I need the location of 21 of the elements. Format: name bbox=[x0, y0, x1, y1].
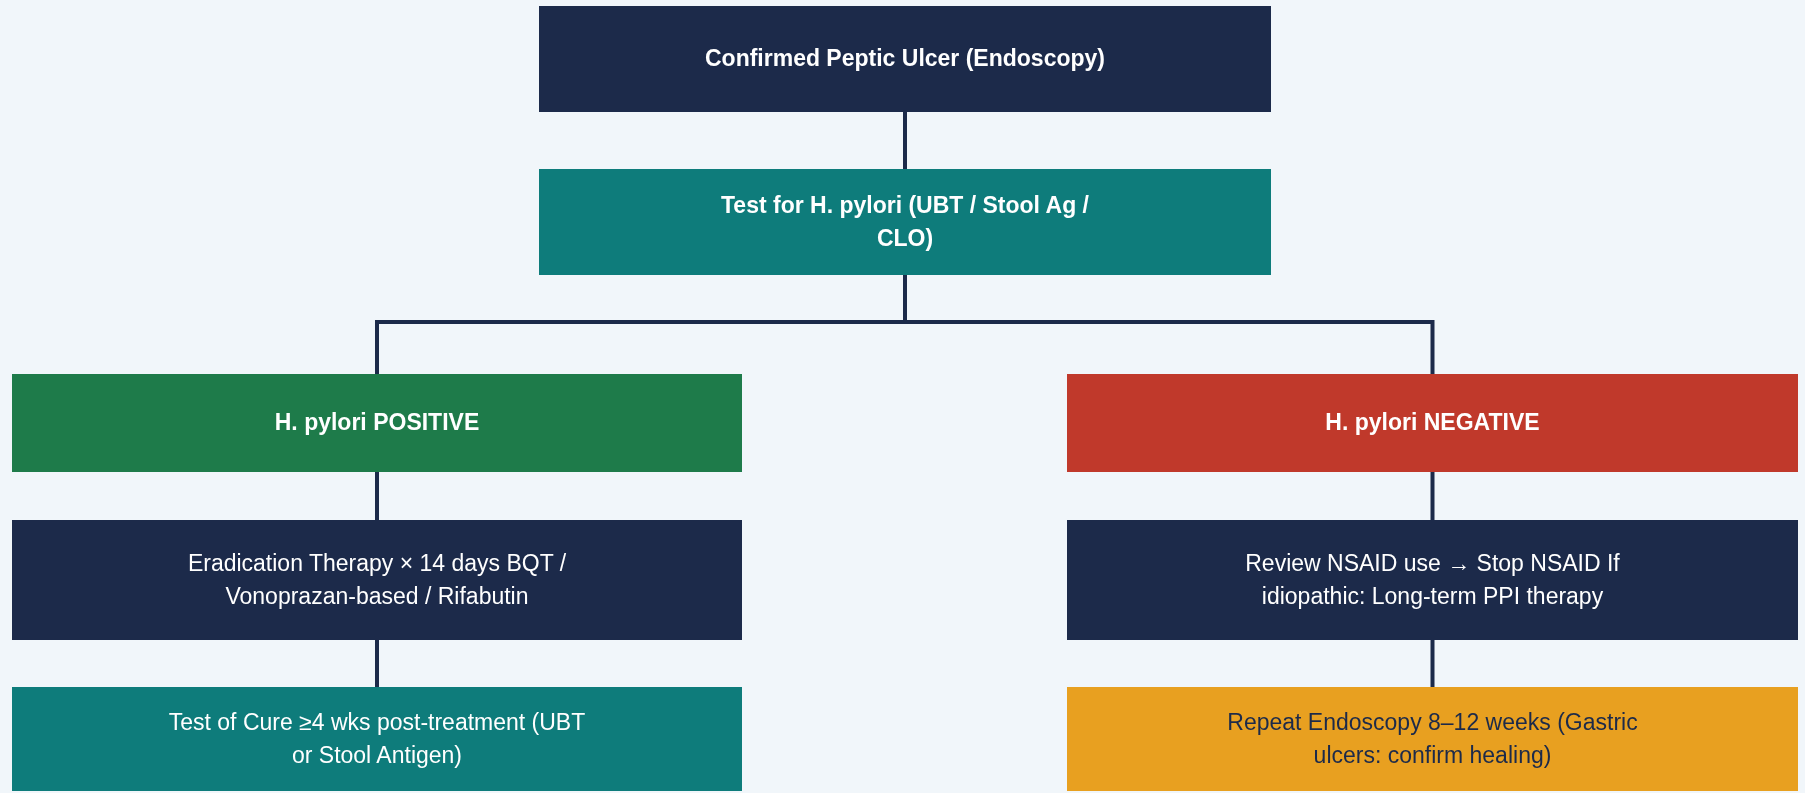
process-box bbox=[539, 169, 1271, 275]
process-box bbox=[1067, 687, 1798, 791]
connector-line bbox=[375, 472, 379, 520]
result-box bbox=[1067, 374, 1798, 472]
box-text: Test for H. pylori (UBT / Stool Ag / CLO) bbox=[720, 190, 1090, 253]
process-box bbox=[12, 520, 742, 640]
connector-line bbox=[1430, 640, 1435, 687]
box-text: H. pylori NEGATIVE bbox=[1325, 408, 1540, 438]
result-box bbox=[12, 374, 742, 472]
process-box bbox=[1067, 520, 1798, 640]
box-text: Eradication Therapy × 14 days BQT / Vonoprazan-based / Rifabutin bbox=[186, 548, 568, 611]
title-box bbox=[539, 6, 1271, 112]
connector-line bbox=[903, 112, 907, 169]
box-text: Test of Cure ≥4 wks post-treatment (UBT or Stool Antigen) bbox=[167, 707, 587, 770]
box-text: H. pylori POSITIVE bbox=[274, 408, 480, 438]
box-text: Repeat Endoscopy 8–12 weeks (Gastric ulcers: confirm healing) bbox=[1226, 707, 1639, 770]
connector-line bbox=[375, 640, 379, 687]
box-text: Review NSAID use → Stop NSAID If idiopathic: Long-term PPI therapy bbox=[1244, 548, 1621, 611]
box-text: Confirmed Peptic Ulcer (Endoscopy) bbox=[705, 44, 1105, 74]
process-box bbox=[12, 687, 742, 791]
connector-line bbox=[1430, 472, 1435, 520]
